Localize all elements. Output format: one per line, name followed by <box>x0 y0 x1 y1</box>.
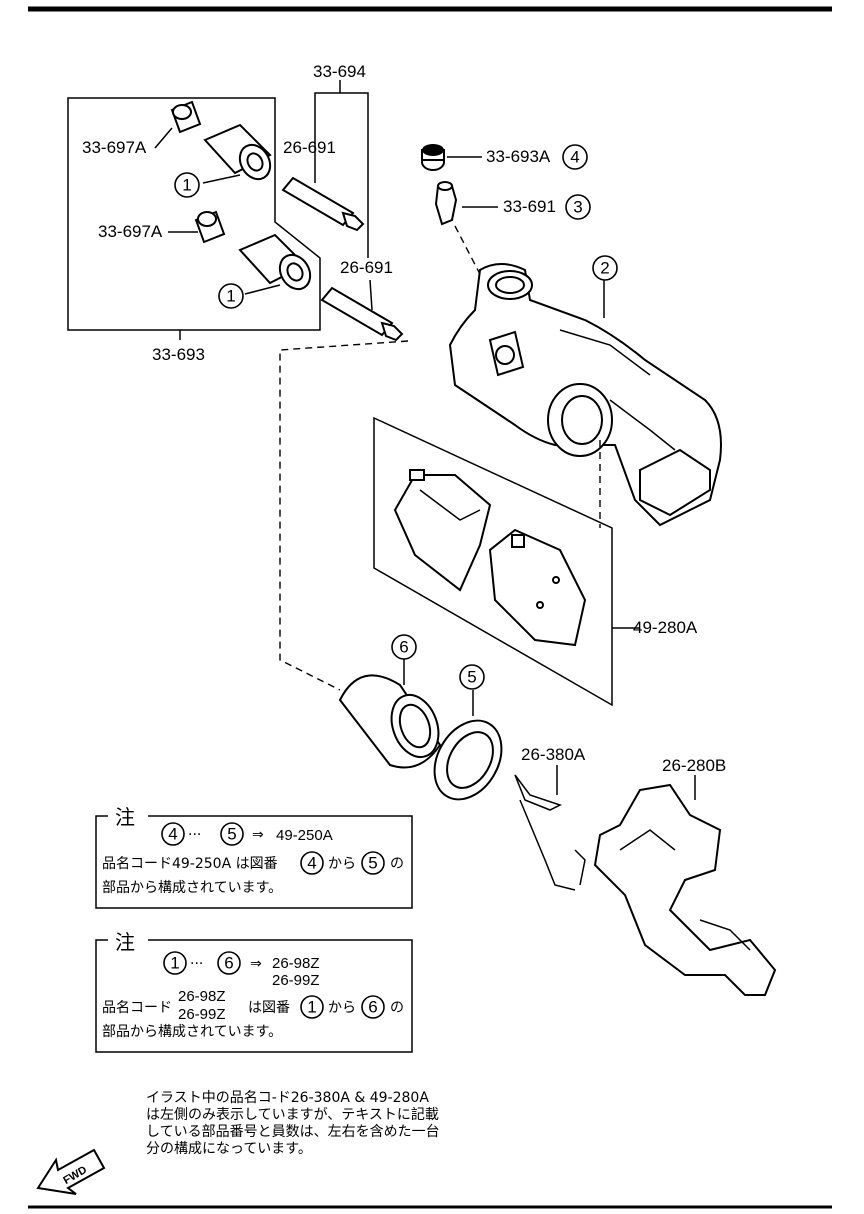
ref-1-top <box>174 172 200 198</box>
pad-kit-frame <box>373 416 613 707</box>
svg-text:部品から構成されています。: 部品から構成されています。 <box>102 1024 282 1040</box>
svg-text:49-250A: 49-250A <box>276 827 333 844</box>
svg-text:している部品番号と員数は、左右を含めた一台: している部品番号と員数は、左右を含めた一台 <box>146 1124 440 1140</box>
svg-text:4: 4 <box>570 148 579 167</box>
svg-text:から: から <box>328 1000 356 1016</box>
svg-text:26-98Z: 26-98Z <box>272 955 320 972</box>
svg-text:6: 6 <box>399 638 408 657</box>
footnote: イラスト中の品名コ-ド26-380A & 49-280A は左側のみ表示していま… <box>146 1090 440 1157</box>
callout-33-693A: 33-693A <box>486 147 551 166</box>
note-2: 注 1 ··· 6 ⇒ 26-98Z 26-99Z 品名コード 26-98Z 2… <box>95 930 413 1053</box>
svg-text:4: 4 <box>168 825 177 844</box>
svg-text:6: 6 <box>368 998 377 1017</box>
svg-text:2: 2 <box>600 259 609 278</box>
bleeder-screw <box>434 181 458 226</box>
callout-33-697A-top: 33-697A <box>82 138 147 157</box>
callout-26-380A: 26-380A <box>521 745 586 764</box>
svg-text:26-98Z: 26-98Z <box>178 988 226 1005</box>
caliper-bracket <box>593 783 777 996</box>
piston-seal <box>433 719 503 801</box>
guide-pin-kit-frame <box>67 97 321 331</box>
svg-text:26-99Z: 26-99Z <box>178 1006 226 1023</box>
ref-6-piston <box>391 634 417 660</box>
bleeder-cap <box>421 144 445 171</box>
brake-pad-inner <box>393 469 492 592</box>
ref-3-bleeder-screw <box>565 194 591 220</box>
svg-text:5: 5 <box>368 854 377 873</box>
svg-text:3: 3 <box>573 198 582 217</box>
guide-pin-top <box>281 176 365 232</box>
svg-text:品名コード49-250A は図番: 品名コード49-250A は図番 <box>102 856 278 872</box>
brake-pad-outer <box>488 528 587 647</box>
svg-text:⇒: ⇒ <box>252 827 264 843</box>
svg-text:分の構成になっています。: 分の構成になっています。 <box>146 1141 312 1157</box>
svg-text:は図番: は図番 <box>248 1000 290 1016</box>
svg-text:1: 1 <box>182 176 191 195</box>
caliper-body <box>448 263 722 527</box>
callout-33-697A-bottom: 33-697A <box>98 222 163 241</box>
svg-text:5: 5 <box>467 668 476 687</box>
boot-bottom <box>238 233 312 291</box>
svg-text:注: 注 <box>115 805 135 829</box>
ref-2-caliper <box>592 255 618 281</box>
svg-text:イラスト中の品名コ-ド26-380A & 49-280A: イラスト中の品名コ-ド26-380A & 49-280A <box>146 1090 429 1106</box>
piston <box>338 674 442 769</box>
ref-1-bottom <box>218 283 244 309</box>
callout-33-694: 33-694 <box>313 62 366 81</box>
svg-text:から: から <box>328 856 356 872</box>
guide-pin-bottom <box>320 286 404 342</box>
svg-text:1: 1 <box>307 998 316 1017</box>
ref-4-bleeder-cap <box>562 144 588 170</box>
ref-5-seal <box>459 664 485 690</box>
callout-26-691-top: 26-691 <box>283 138 336 157</box>
note-1: 注 4 ··· 5 ⇒ 49-250A 品名コード49-250A は図番 4 か… <box>95 805 413 909</box>
bushing-bottom <box>194 210 226 244</box>
svg-text:26-99Z: 26-99Z <box>272 972 320 989</box>
svg-text:品名コード: 品名コード <box>102 1000 172 1016</box>
svg-text:部品から構成されています。: 部品から構成されています。 <box>102 880 282 896</box>
svg-text:注: 注 <box>115 930 135 954</box>
boot-top <box>203 123 272 181</box>
svg-text:⇒: ⇒ <box>250 956 262 972</box>
callout-33-693: 33-693 <box>152 345 205 364</box>
svg-text:は左側のみ表示していますが、テキストに記載: は左側のみ表示していますが、テキストに記載 <box>146 1106 439 1123</box>
svg-text:1: 1 <box>226 287 235 306</box>
svg-text:1: 1 <box>170 954 179 973</box>
svg-text:5: 5 <box>227 825 236 844</box>
svg-text:···: ··· <box>188 827 201 843</box>
svg-text:4: 4 <box>307 854 316 873</box>
fwd-arrow-icon: FWD <box>36 1148 106 1195</box>
anti-rattle-spring <box>514 774 586 891</box>
callout-49-280A: 49-280A <box>633 618 698 637</box>
svg-text:6: 6 <box>224 954 233 973</box>
svg-text:···: ··· <box>190 956 203 972</box>
callout-26-280B: 26-280B <box>662 756 726 775</box>
callout-33-691: 33-691 <box>503 197 556 216</box>
bushing-top <box>170 100 202 134</box>
callout-26-691-bottom: 26-691 <box>340 258 393 277</box>
svg-text:の: の <box>390 1000 404 1016</box>
svg-text:の: の <box>390 856 404 872</box>
